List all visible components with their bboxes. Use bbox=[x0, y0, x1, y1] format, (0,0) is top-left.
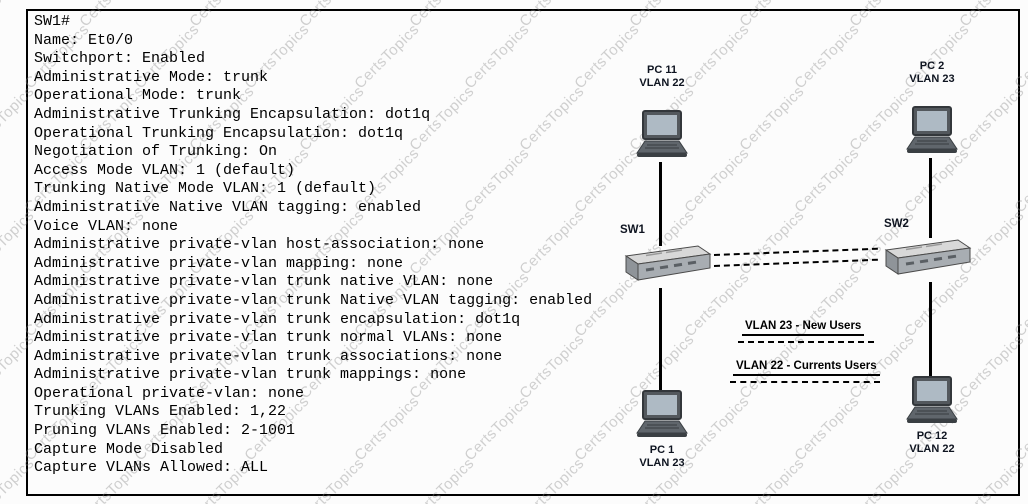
sw2-node bbox=[876, 236, 972, 280]
pc11-vlan: VLAN 22 bbox=[639, 77, 685, 89]
vlan22-dashed-line bbox=[730, 381, 880, 383]
console-line: Pruning VLANs Enabled: 2-1001 bbox=[34, 422, 296, 440]
console-line: Switchport: Enabled bbox=[34, 50, 206, 68]
console-line: Administrative private-vlan trunk associ… bbox=[34, 347, 503, 365]
console-line: SW1# bbox=[34, 13, 71, 30]
console-line: Operational Mode: trunk bbox=[34, 87, 242, 105]
pc1-vlan: VLAN 23 bbox=[639, 457, 685, 469]
console-line: Administrative Trunking Encapsulation: d… bbox=[34, 105, 431, 123]
console-line: Operational Trunking Encapsulation: dot1… bbox=[34, 124, 404, 142]
link-pc11-sw1 bbox=[659, 162, 662, 246]
console-line: Administrative Mode: trunk bbox=[34, 68, 269, 86]
link-pc2-sw2 bbox=[929, 158, 932, 238]
pc2-name: PC 2 bbox=[919, 60, 945, 72]
pc12-vlan: VLAN 22 bbox=[909, 443, 955, 455]
pc2-node bbox=[904, 106, 960, 156]
console-line: Administrative private-vlan trunk normal… bbox=[34, 329, 503, 347]
console-line: Name: Et0/0 bbox=[34, 31, 134, 49]
console-line: Administrative private-vlan trunk Native… bbox=[34, 291, 593, 309]
pc11-label: PC 11 VLAN 22 bbox=[630, 64, 694, 90]
console-line: Administrative Native VLAN tagging: enab… bbox=[34, 198, 422, 216]
pc12-name: PC 12 bbox=[916, 430, 948, 442]
console-line: Voice VLAN: none bbox=[34, 217, 179, 235]
vlan22-current-users-label: VLAN 22 - Currents Users bbox=[733, 360, 880, 376]
console-line: Administrative private-vlan trunk encaps… bbox=[34, 310, 521, 328]
link-sw2-pc12 bbox=[929, 282, 932, 376]
trunk-link-line-1 bbox=[713, 247, 878, 256]
pc1-label: PC 1 VLAN 23 bbox=[630, 444, 694, 470]
console-line: Administrative private-vlan host-associa… bbox=[34, 236, 485, 254]
console-line: Trunking Native Mode VLAN: 1 (default) bbox=[34, 180, 377, 198]
pc12-node bbox=[904, 376, 960, 426]
laptop-icon bbox=[636, 390, 688, 437]
console-line: Operational private-vlan: none bbox=[34, 384, 305, 402]
pc2-label: PC 2 VLAN 23 bbox=[900, 60, 964, 86]
link-sw1-pc1 bbox=[659, 288, 662, 390]
console-line: Capture VLANs Allowed: ALL bbox=[34, 459, 269, 477]
switch-icon bbox=[884, 239, 972, 275]
console-line: Administrative private-vlan mapping: non… bbox=[34, 254, 404, 272]
pc1-node bbox=[634, 390, 690, 440]
console-line: Trunking VLANs Enabled: 1,22 bbox=[34, 403, 287, 421]
exhibit-border bbox=[26, 9, 1020, 496]
console-line: Administrative private-vlan trunk native… bbox=[34, 273, 494, 291]
sw1-node bbox=[616, 242, 712, 286]
pc11-node bbox=[634, 110, 690, 160]
sw2-label: SW2 bbox=[884, 218, 909, 230]
console-line: Negotiation of Trunking: On bbox=[34, 143, 278, 161]
sw1-label: SW1 bbox=[620, 224, 645, 236]
laptop-icon bbox=[906, 106, 958, 153]
console-line: Administrative private-vlan trunk mappin… bbox=[34, 366, 467, 384]
pc12-label: PC 12 VLAN 22 bbox=[900, 430, 964, 456]
laptop-icon bbox=[636, 110, 688, 157]
pc1-name: PC 1 bbox=[649, 444, 675, 456]
pc11-name: PC 11 bbox=[647, 64, 677, 76]
vlan23-new-users-label: VLAN 23 - New Users bbox=[742, 320, 865, 336]
trunk-link-line-2 bbox=[713, 258, 878, 267]
laptop-icon bbox=[906, 376, 958, 423]
pc2-vlan: VLAN 23 bbox=[909, 73, 955, 85]
console-line: Access Mode VLAN: 1 (default) bbox=[34, 161, 296, 179]
vlan23-dashed-line bbox=[738, 341, 874, 343]
switch-icon bbox=[624, 245, 712, 281]
console-line: Capture Mode Disabled bbox=[34, 440, 224, 458]
